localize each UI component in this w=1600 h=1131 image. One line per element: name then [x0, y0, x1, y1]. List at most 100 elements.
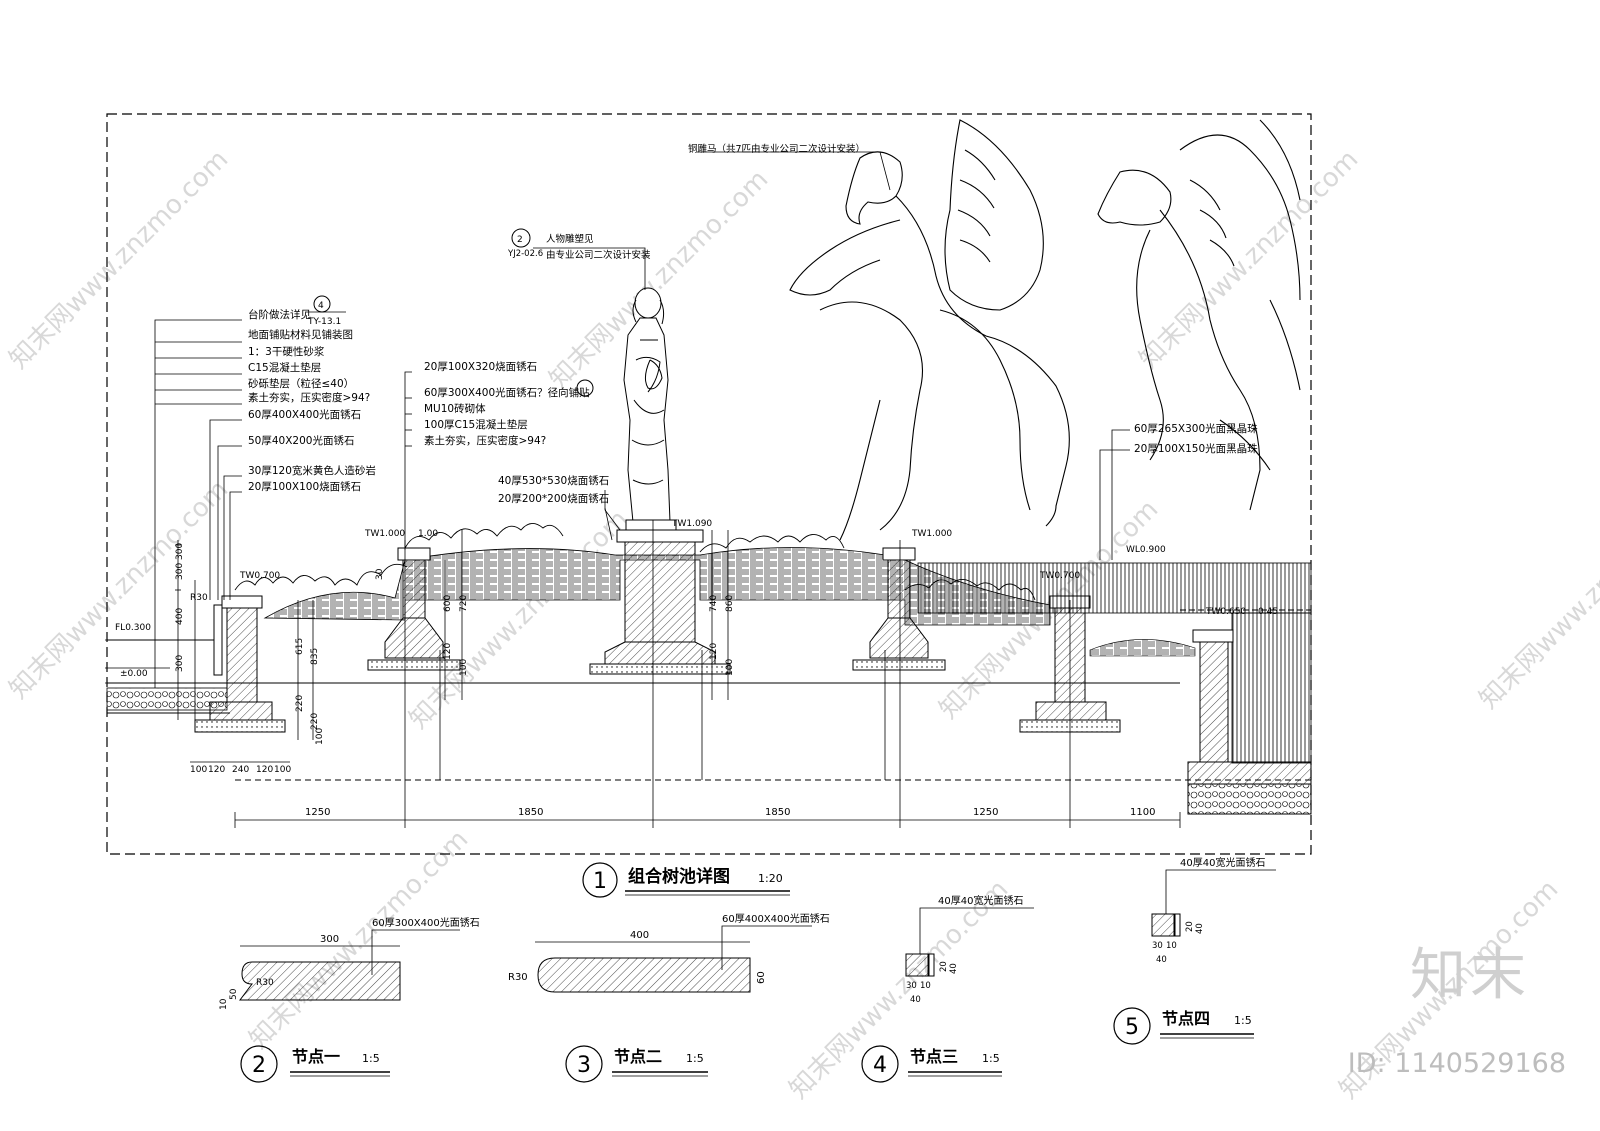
detail-1-label: 60厚300X400光面锈石 [372, 916, 480, 929]
vdim: 220 [295, 695, 305, 712]
watermark: 知末网www.znzmo.com [4, 474, 235, 705]
label-mid-0: 20厚100X320烧面锈石 [424, 360, 537, 373]
detail-2-radius: R30 [508, 972, 528, 983]
statue-ref-num: 2 [517, 235, 523, 245]
label-mid-1: 60厚300X400光面锈石？径向铺贴 [424, 386, 590, 399]
image-id: ID: 1140529168 [1347, 1048, 1566, 1079]
detail-1-title: 节点一 [292, 1047, 340, 1066]
detail-1-dim: 300 [320, 934, 339, 945]
horse-sculptures [789, 119, 1301, 541]
main-scale: 1:20 [758, 872, 783, 885]
detail-3-dim: 40 [949, 963, 959, 974]
botdim: 120 [256, 765, 273, 775]
watermark: 知末网www.znzmo.com [404, 504, 635, 735]
elev-tw065: TW0.650 [1205, 607, 1246, 617]
horse-label: 铜雕马（共7匹由专业公司二次设计安装） [688, 143, 865, 155]
label-stone-60: 60厚400X400光面锈石 [248, 408, 361, 421]
detail-3-scale: 1:5 [982, 1052, 1000, 1065]
vdim: 615 [295, 638, 305, 655]
label-paving: 地面铺贴材料见铺装图 [248, 328, 353, 341]
detail-1-num: 2 [252, 1053, 266, 1078]
frame-border [106, 113, 1312, 855]
label-pier-0: 40厚530*530烧面锈石 [498, 474, 609, 487]
dim-4: 1250 [973, 807, 998, 818]
vdim: 300 [175, 655, 185, 672]
planter-fill-right [1089, 639, 1196, 657]
statue-label-2: 由专业公司二次设计安装 [546, 249, 651, 261]
main-annotations: 台阶做法详见 4 TY-13.1 地面铺贴材料见铺装图 1：3干硬性砂浆 C15… [115, 143, 1278, 818]
label-right-0: 60厚265X300光面黑晶珠 [1134, 422, 1258, 435]
statue-ref-sheet: YJ2-02.6 [507, 249, 543, 259]
detail-4-dim: 40 [1195, 923, 1205, 934]
detail-3-dim: 40 [910, 995, 921, 1005]
vdim: 100 [459, 659, 469, 676]
label-c15: C15混凝土垫层 [248, 361, 321, 374]
elev-wl: WL0.900 [1126, 545, 1166, 555]
detail-3-label: 40厚40宽光面锈石 [938, 894, 1023, 907]
detail-2-title: 节点二 [614, 1047, 662, 1066]
vertical-dimensions [105, 530, 729, 740]
detail-4-title: 节点四 [1162, 1009, 1210, 1028]
water-feature [917, 562, 1312, 815]
elev-tw07: TW0.700 [239, 571, 280, 581]
detail-2-dim: 60 [756, 971, 767, 984]
pier-center [589, 529, 731, 675]
vdim: 835 [310, 648, 320, 665]
statue-label-1: 人物雕塑见 [546, 233, 594, 245]
watermark: 知末网www.znzmo.com [244, 824, 475, 1055]
elev-045: 0.45 [1258, 607, 1278, 617]
detail-3-dim: 20 [939, 961, 949, 972]
dim-1: 1250 [305, 807, 330, 818]
label-mid-4: 素土夯实，压实密度>94? [424, 434, 546, 447]
ref-sheet: TY-13.1 [307, 317, 341, 327]
brand-logo: 知末 [1410, 943, 1530, 1008]
vdim: 860 [725, 595, 735, 612]
detail-4-dim: 20 [1185, 921, 1195, 932]
main-title-block: 1 组合树池详图 1:20 [582, 862, 790, 898]
label-mid-3: 100厚C15混凝土垫层 [424, 418, 528, 431]
pier-1 [367, 547, 461, 671]
label-stone-50: 50厚40X200光面锈石 [248, 434, 354, 447]
detail-2-num: 3 [577, 1053, 591, 1078]
detail-3-title: 节点三 [910, 1047, 958, 1066]
label-soil: 素土夯实，压实密度>94? [248, 391, 370, 404]
elev-1: 1.00 [418, 529, 438, 539]
vdim: 600 [443, 595, 453, 612]
vdim: 720 [459, 595, 469, 612]
watermark: 知末网www.znzmo.com [1134, 144, 1365, 375]
watermark: 知末网www.znzmo.com [784, 874, 1015, 1105]
detail-3: 40厚40宽光面锈石 30 10 40 40 20 4 节点三 1:5 [861, 894, 1034, 1083]
detail-4-num: 5 [1125, 1015, 1139, 1040]
detail-4-dim: 10 [1166, 941, 1177, 951]
dimension-chain [190, 520, 1181, 828]
watermark: 知末网www.znzmo.com [1474, 484, 1600, 715]
detail-3-dim: 30 [906, 981, 917, 991]
label-right-1: 20厚100X150光面黑晶珠 [1134, 442, 1258, 455]
vdim: 740 [709, 595, 719, 612]
dim-5: 1100 [1130, 807, 1155, 818]
detail-1-radius: R30 [256, 978, 274, 988]
detail-2-label: 60厚400X400光面锈石 [722, 912, 830, 925]
label-mortar: 1：3干硬性砂浆 [248, 345, 325, 358]
vdim: 220 [310, 713, 320, 730]
elev-tw07-b: TW0.700 [1039, 571, 1080, 581]
elev-fl: FL0.300 [115, 623, 151, 633]
detail-1-dim: 50 [229, 988, 239, 1000]
vdim: 300 [175, 543, 185, 560]
label-sandstone: 30厚120宽米黄色人造砂岩 [248, 464, 376, 477]
vdim: 400 [175, 608, 185, 625]
main-title: 组合树池详图 [628, 866, 730, 887]
botdim: 240 [232, 765, 249, 775]
vdim: 120 [709, 643, 719, 660]
shrub-outline [234, 523, 1036, 601]
elev-tw1090: TW1.090 [671, 519, 712, 529]
detail-4: 40厚40宽光面锈石 30 10 40 40 20 5 节点四 1:5 [1113, 856, 1276, 1045]
detail-1: 300 60厚300X400光面锈石 50 10 R30 2 节点一 1:5 [219, 916, 480, 1083]
detail-4-scale: 1:5 [1234, 1014, 1252, 1027]
statue-illustration [623, 287, 677, 531]
label-stone-20: 20厚100X100烧面锈石 [248, 480, 361, 493]
botdim: 100 [274, 765, 291, 775]
vdim: 120 [443, 643, 453, 660]
vdim: 100 [315, 728, 325, 745]
